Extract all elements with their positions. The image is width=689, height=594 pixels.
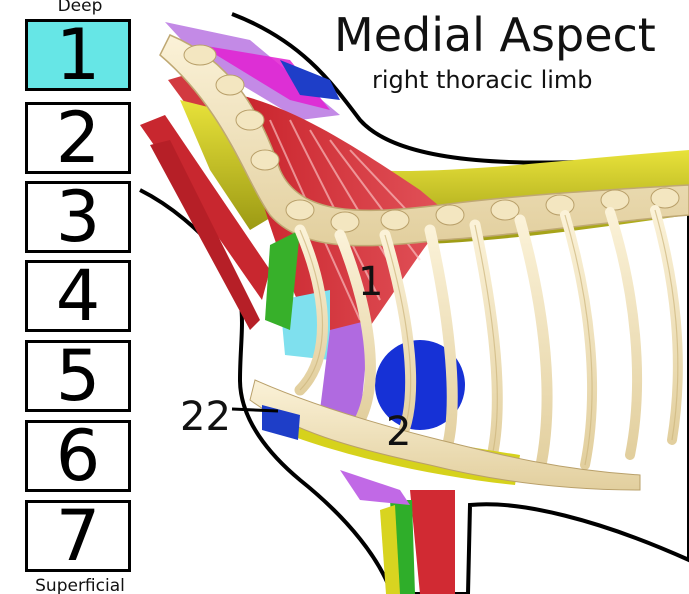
layer-button-2[interactable]: 2 [25, 102, 131, 174]
structure-22-blue [262, 405, 300, 440]
callout-22-leader [231, 407, 279, 413]
layer-button-label: 2 [55, 97, 101, 179]
layer-button-4[interactable]: 4 [25, 260, 131, 332]
blue-muscle-upper [280, 60, 340, 100]
deep-label: Deep [57, 0, 103, 16]
layer-button-1[interactable]: 1 [25, 19, 131, 91]
layer-button-5[interactable]: 5 [25, 340, 131, 412]
neck-muscle-strap [150, 140, 260, 330]
limb-muscle-purple [340, 470, 410, 505]
page-subtitle: right thoracic limb [372, 66, 593, 94]
layer-button-label: 6 [55, 415, 101, 497]
limb-muscle-red [410, 490, 455, 594]
purple-muscle-lower [320, 320, 370, 420]
callout-1[interactable]: 1 [358, 259, 384, 305]
layer-button-label: 1 [55, 14, 101, 96]
limb-muscle-yellow [380, 505, 400, 594]
layer-button-3[interactable]: 3 [25, 181, 131, 253]
vertebra-processes [183, 44, 680, 233]
callout-2[interactable]: 2 [386, 409, 412, 455]
page-title: Medial Aspect [334, 8, 656, 62]
layer-button-7[interactable]: 7 [25, 500, 131, 572]
rib-outlines [299, 209, 679, 466]
layer-button-label: 7 [55, 495, 101, 577]
heart-blue [375, 340, 465, 430]
green-muscle [265, 230, 300, 330]
layer-button-6[interactable]: 6 [25, 420, 131, 492]
layer-button-label: 5 [55, 335, 101, 417]
callout-22[interactable]: 22 [180, 394, 231, 440]
sternum [249, 379, 641, 491]
layer-button-label: 4 [55, 255, 101, 337]
magenta-muscle-upper [200, 45, 330, 110]
superficial-label: Superficial [35, 576, 125, 594]
layer-button-label: 3 [55, 176, 101, 258]
